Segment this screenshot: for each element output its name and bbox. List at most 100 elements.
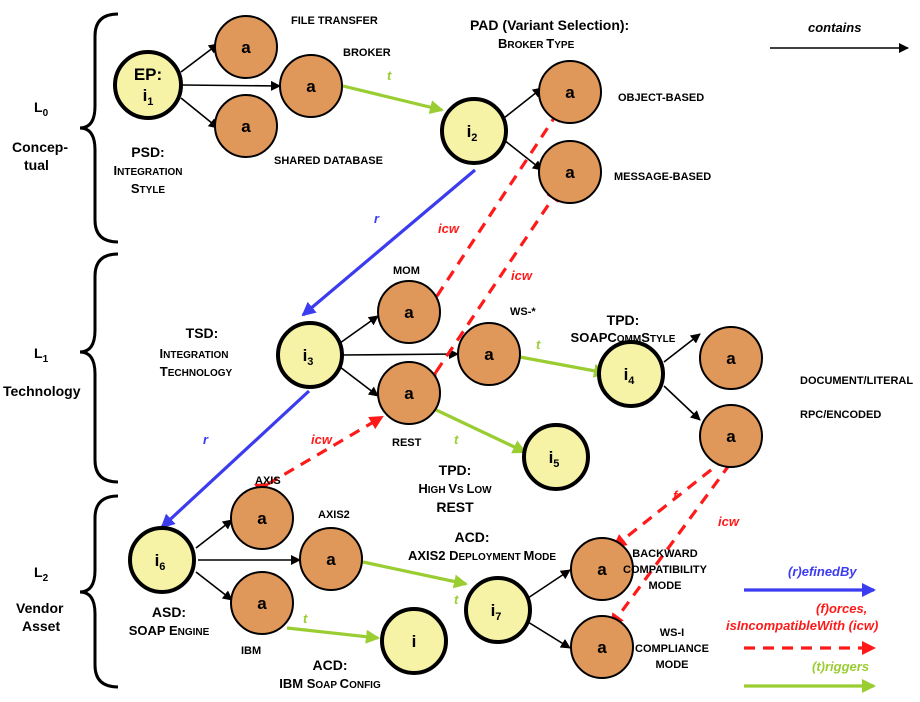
label-axis2: AXIS2 bbox=[318, 509, 350, 521]
label-acd-ibm-title: ACD: bbox=[313, 657, 348, 673]
brace-level-2 bbox=[79, 494, 119, 689]
svg-text:Vendor: Vendor bbox=[16, 600, 64, 616]
legend-triggers-label: (t)riggers bbox=[812, 659, 869, 674]
edge-i4-doc bbox=[663, 333, 701, 363]
node-letter: a bbox=[565, 163, 575, 182]
node-shared-database bbox=[214, 94, 278, 158]
node-axis2 bbox=[299, 527, 363, 591]
edge-trigger-rest-i5 bbox=[431, 406, 527, 454]
node-letter: a bbox=[257, 594, 267, 613]
node-i-ibm-label: i bbox=[412, 632, 417, 651]
label-tpd-soap-title: TPD: bbox=[607, 312, 640, 328]
legend-forces-label: (f)orces, bbox=[816, 601, 867, 616]
label-file-transfer: FILE TRANSFER bbox=[291, 15, 378, 27]
svg-text:Technology: Technology bbox=[3, 383, 81, 399]
edge-label-t: t bbox=[303, 611, 308, 626]
node-letter: a bbox=[404, 303, 414, 322]
node-i2-label: i2 bbox=[467, 122, 478, 144]
label-shared-database: SHARED DATABASE bbox=[274, 155, 383, 167]
node-letter: a bbox=[484, 345, 494, 364]
edge-i7-wsi bbox=[527, 621, 571, 649]
svg-text:tual: tual bbox=[24, 157, 49, 173]
node-i3 bbox=[276, 321, 344, 389]
node-letter: a bbox=[241, 38, 251, 57]
edge-trigger-ws-i4 bbox=[519, 355, 608, 378]
level-2-label: L2 Vendor Asset bbox=[16, 564, 64, 634]
label-rest: REST bbox=[392, 437, 422, 449]
node-broker bbox=[279, 54, 343, 118]
node-i6 bbox=[128, 526, 196, 594]
edge-i3-mom bbox=[339, 315, 379, 344]
svg-text:Concep-: Concep- bbox=[12, 139, 68, 155]
edge-label-icw: icw bbox=[438, 221, 460, 236]
brace-level-0 bbox=[79, 12, 119, 244]
level-1-label: L1 Technology bbox=[3, 345, 81, 399]
label-acd-ibm-line1: IBM SOAP CONFIG bbox=[279, 676, 381, 691]
edge-label-t: t bbox=[454, 432, 459, 447]
node-wsi-compliance bbox=[570, 615, 634, 679]
node-object-based bbox=[538, 60, 602, 124]
edge-i7-backward bbox=[527, 569, 571, 599]
edge-i1-filetransfer bbox=[180, 43, 219, 73]
label-psd-line1: INTEGRATION bbox=[114, 163, 183, 178]
edge-i3-rest bbox=[339, 366, 379, 397]
node-document-literal bbox=[699, 326, 763, 390]
label-tpd-rest-title: TPD: bbox=[439, 462, 472, 478]
node-axis bbox=[230, 486, 294, 550]
node-i5-label: i5 bbox=[549, 448, 560, 470]
brace-level-1 bbox=[79, 252, 119, 484]
node-letter: a bbox=[257, 509, 267, 528]
level-0-label: L0 Concep- tual bbox=[12, 99, 68, 173]
node-letter: a bbox=[726, 427, 736, 446]
edge-forces-rpc-backward bbox=[612, 456, 727, 549]
node-ep-label: EP: bbox=[134, 65, 162, 84]
node-ibm bbox=[230, 571, 294, 635]
node-i4 bbox=[597, 340, 665, 408]
edge-i6-axis bbox=[195, 519, 233, 549]
label-axis: AXIS bbox=[255, 475, 281, 487]
icw-edges bbox=[254, 107, 743, 628]
label-rpc-encoded: RPC/ENCODED bbox=[800, 409, 881, 421]
edge-label-icw: icw bbox=[311, 432, 333, 447]
svg-text:Asset: Asset bbox=[22, 618, 60, 634]
edge-i6-ibm bbox=[195, 571, 233, 601]
node-i3-label: i3 bbox=[303, 346, 314, 368]
edge-label-t: t bbox=[454, 592, 459, 607]
edge-label-r: r bbox=[203, 432, 209, 447]
label-tpd-rest-line2: HIGH VS LOW bbox=[418, 481, 492, 496]
node-message-based bbox=[538, 140, 602, 204]
label-object-based: OBJECT-BASED bbox=[618, 92, 704, 104]
edge-label-t: t bbox=[387, 68, 392, 83]
edge-label-icw: icw bbox=[718, 514, 740, 529]
svg-text:L1: L1 bbox=[34, 345, 49, 365]
node-i2 bbox=[440, 97, 508, 165]
node-ep-i1 bbox=[113, 50, 183, 120]
annotations: FILE TRANSFER BROKER SHARED DATABASE PSD… bbox=[114, 15, 914, 691]
edge-labels: t t t t t r r icw icw icw f icw bbox=[203, 68, 740, 626]
edge-label-r: r bbox=[374, 211, 380, 226]
edge-i4-rpc bbox=[663, 385, 701, 421]
label-asd-title: ASD: bbox=[152, 604, 186, 620]
legend-refined-label: (r)efinedBy bbox=[788, 564, 857, 579]
label-tsd-line1: INTEGRATION bbox=[160, 346, 229, 361]
legend: contains (r)efinedBy (f)orces, isIncompa… bbox=[726, 20, 909, 693]
node-i7-label: i7 bbox=[491, 601, 502, 623]
edge-trigger-ibm-i bbox=[286, 626, 380, 644]
node-backward-compatibility bbox=[570, 537, 634, 601]
edge-i3-ws bbox=[341, 349, 459, 360]
node-i5 bbox=[522, 423, 590, 491]
label-wsi-line1: WS-I bbox=[660, 627, 684, 639]
edge-label-t: t bbox=[536, 337, 541, 352]
svg-text:L0: L0 bbox=[34, 99, 49, 119]
node-letter: a bbox=[597, 638, 607, 657]
label-wsi-line2: COMPLIANCE bbox=[635, 643, 709, 655]
label-backward-line1: BACKWARD bbox=[632, 548, 697, 560]
node-letter: a bbox=[326, 550, 336, 569]
node-letter: a bbox=[306, 77, 316, 96]
node-i6-label: i6 bbox=[155, 551, 166, 573]
node-rpc-encoded bbox=[699, 404, 763, 468]
node-letter: a bbox=[404, 384, 414, 403]
label-mom: MOM bbox=[393, 265, 420, 277]
decision-nodes: EP: i1 i2 i3 i4 i5 i6 i7 i bbox=[113, 50, 665, 675]
label-acd-axis-line1: AXIS2 DEPLOYMENT MODE bbox=[408, 548, 556, 563]
